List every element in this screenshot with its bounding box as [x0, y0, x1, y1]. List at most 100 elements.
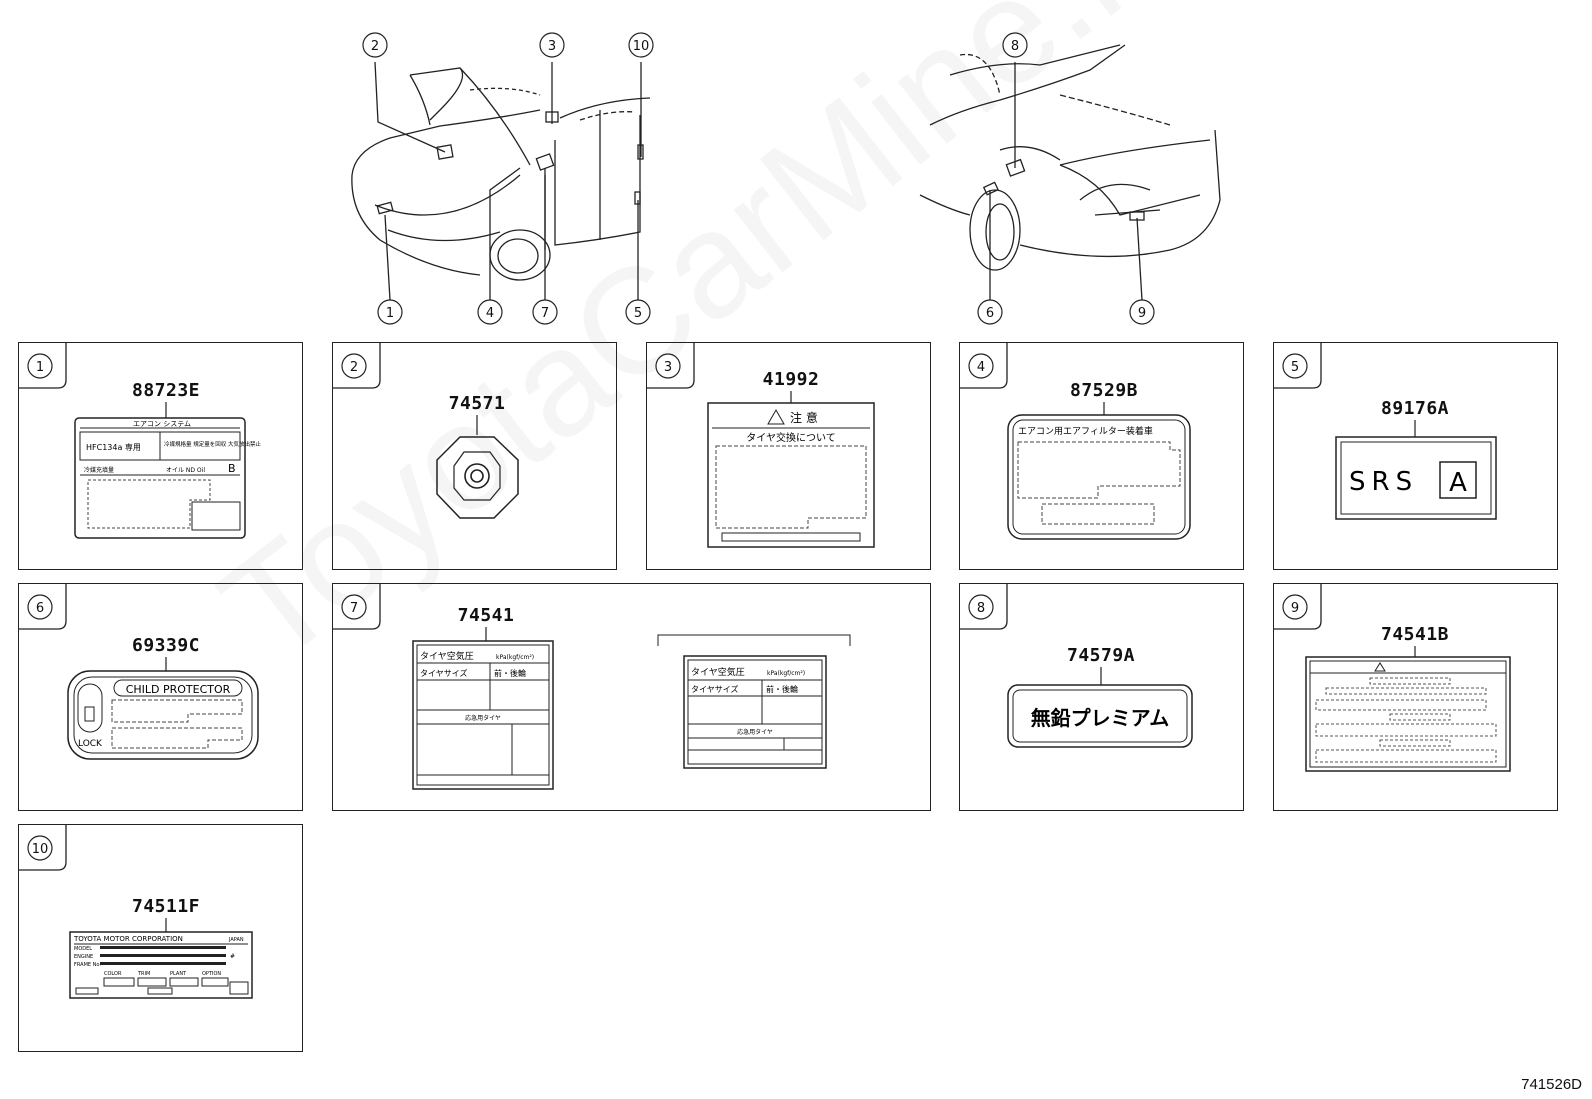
svg-text:9: 9 [1291, 601, 1299, 616]
svg-text:LOCK: LOCK [78, 739, 103, 749]
label-88723e: エアコン システム HFC134a 専用 冷媒規格量 規定量を回収 大気放出禁止… [74, 417, 261, 539]
panel-10-badge: 10 [27, 835, 53, 861]
label-69339c: CHILD PROTECTOR LOCK [67, 670, 259, 760]
svg-text:8: 8 [977, 601, 985, 616]
svg-text:2: 2 [371, 39, 379, 54]
vehicle-illustrations: 2 3 10 1 4 7 5 8 6 9 [351, 32, 1221, 325]
part-number-5: 89176A [1380, 398, 1450, 419]
callout-10: 10 [628, 32, 654, 58]
label-74541-small: タイヤ空気圧 kPa(kgf/cm²) タイヤサイズ 前・後輪 応急用タイヤ [657, 634, 851, 769]
label-74541b [1305, 656, 1511, 772]
svg-text:A: A [1449, 468, 1467, 498]
diagram-reference: 741526D [1521, 1076, 1582, 1093]
svg-text:1: 1 [386, 306, 394, 321]
panel-5-badge: 5 [1282, 353, 1308, 379]
svg-text:7: 7 [350, 601, 358, 616]
svg-text:6: 6 [986, 306, 994, 321]
svg-text:9: 9 [1138, 306, 1146, 321]
svg-text:応急用タイヤ: 応急用タイヤ [465, 714, 501, 722]
svg-text:冷媒充填量: 冷媒充填量 [84, 466, 114, 474]
svg-text:1: 1 [36, 360, 44, 375]
svg-text:無鉛プレミアム: 無鉛プレミアム [1031, 706, 1170, 730]
callout-7: 7 [532, 299, 558, 325]
part-number-4: 87529B [1069, 380, 1139, 401]
part-number-2: 74571 [448, 393, 506, 414]
svg-text:FRAME No.: FRAME No. [74, 962, 101, 968]
svg-text:8: 8 [1011, 39, 1019, 54]
svg-text:TRIM: TRIM [137, 971, 150, 977]
callout-4: 4 [477, 299, 503, 325]
svg-text:10: 10 [633, 39, 650, 54]
panel-9-badge: 9 [1282, 594, 1308, 620]
rear-car-drawing [919, 44, 1221, 301]
svg-text:注 意: 注 意 [790, 410, 818, 425]
svg-text:TOYOTA MOTOR CORPORATION: TOYOTA MOTOR CORPORATION [73, 935, 183, 943]
panel-4-badge: 4 [968, 353, 994, 379]
front-car-drawing [351, 61, 651, 301]
svg-text:#: # [230, 953, 235, 960]
panel-7-badge: 7 [341, 594, 367, 620]
callout-6: 6 [977, 299, 1003, 325]
label-74571 [436, 436, 519, 519]
label-89176a: SRS A [1335, 436, 1497, 520]
panel-3 [646, 342, 931, 570]
svg-text:4: 4 [486, 306, 494, 321]
svg-text:OPTION: OPTION [202, 971, 221, 977]
label-74579a: 無鉛プレミアム [1007, 684, 1193, 748]
svg-text:5: 5 [1291, 360, 1299, 375]
svg-text:前・後輪: 前・後輪 [494, 668, 526, 678]
callout-8: 8 [1002, 32, 1028, 58]
label-74541-large: タイヤ空気圧 kPa(kgf/cm²) タイヤサイズ 前・後輪 応急用タイヤ [412, 640, 554, 790]
svg-text:タイヤサイズ: タイヤサイズ [420, 668, 468, 678]
svg-text:HFC134a 専用: HFC134a 専用 [86, 442, 141, 452]
panel-2-badge: 2 [341, 353, 367, 379]
panel-6-badge: 6 [27, 594, 53, 620]
panel-5 [1273, 342, 1558, 570]
panel-6 [18, 583, 303, 811]
svg-text:タイヤ空気圧: タイヤ空気圧 [420, 650, 474, 662]
part-number-8: 74579A [1066, 645, 1136, 666]
callout-2: 2 [362, 32, 388, 58]
svg-text:10: 10 [32, 842, 49, 857]
svg-text:オイル ND Oil: オイル ND Oil [166, 467, 205, 474]
panel-7 [332, 583, 931, 811]
svg-text:JAPAN: JAPAN [228, 937, 244, 943]
callout-9: 9 [1129, 299, 1155, 325]
svg-text:kPa(kgf/cm²): kPa(kgf/cm²) [767, 670, 805, 677]
svg-text:タイヤサイズ: タイヤサイズ [691, 684, 739, 694]
svg-text:前・後輪: 前・後輪 [766, 684, 798, 694]
panel-4 [959, 342, 1244, 570]
svg-text:kPa(kgf/cm²): kPa(kgf/cm²) [496, 654, 534, 661]
panel-8-badge: 8 [968, 594, 994, 620]
svg-text:6: 6 [36, 601, 44, 616]
svg-text:2: 2 [350, 360, 358, 375]
panel-1 [18, 342, 303, 570]
part-number-9: 74541B [1380, 624, 1450, 645]
part-number-10: 74511F [131, 896, 201, 917]
svg-text:タイヤ空気圧: タイヤ空気圧 [691, 666, 745, 678]
svg-text:エアコン用エアフィルター装着車: エアコン用エアフィルター装着車 [1018, 425, 1153, 437]
svg-text:MODEL: MODEL [74, 946, 92, 952]
svg-text:応急用タイヤ: 応急用タイヤ [737, 728, 773, 736]
panel-1-badge: 1 [27, 353, 53, 379]
svg-text:エアコン システム: エアコン システム [133, 420, 191, 428]
label-74511f: TOYOTA MOTOR CORPORATION JAPAN MODEL ENG… [69, 931, 253, 999]
svg-text:COLOR: COLOR [104, 971, 122, 977]
svg-text:PLANT: PLANT [170, 971, 187, 977]
panel-10 [18, 824, 303, 1052]
part-number-3: 41992 [762, 369, 820, 390]
callout-5: 5 [625, 299, 651, 325]
svg-text:B: B [228, 462, 236, 475]
svg-text:タイヤ交換について: タイヤ交換について [746, 431, 835, 444]
callout-1: 1 [377, 299, 403, 325]
svg-text:3: 3 [664, 360, 672, 375]
label-87529b: エアコン用エアフィルター装着車 [1007, 414, 1191, 540]
svg-text:ENGINE: ENGINE [74, 954, 93, 960]
panel-3-badge: 3 [655, 353, 681, 379]
svg-text:冷媒規格量 規定量を回収 大気放出禁止: 冷媒規格量 規定量を回収 大気放出禁止 [164, 440, 261, 448]
svg-text:7: 7 [541, 306, 549, 321]
part-number-6: 69339C [131, 635, 201, 656]
label-41992: 注 意 タイヤ交換について [707, 402, 875, 548]
